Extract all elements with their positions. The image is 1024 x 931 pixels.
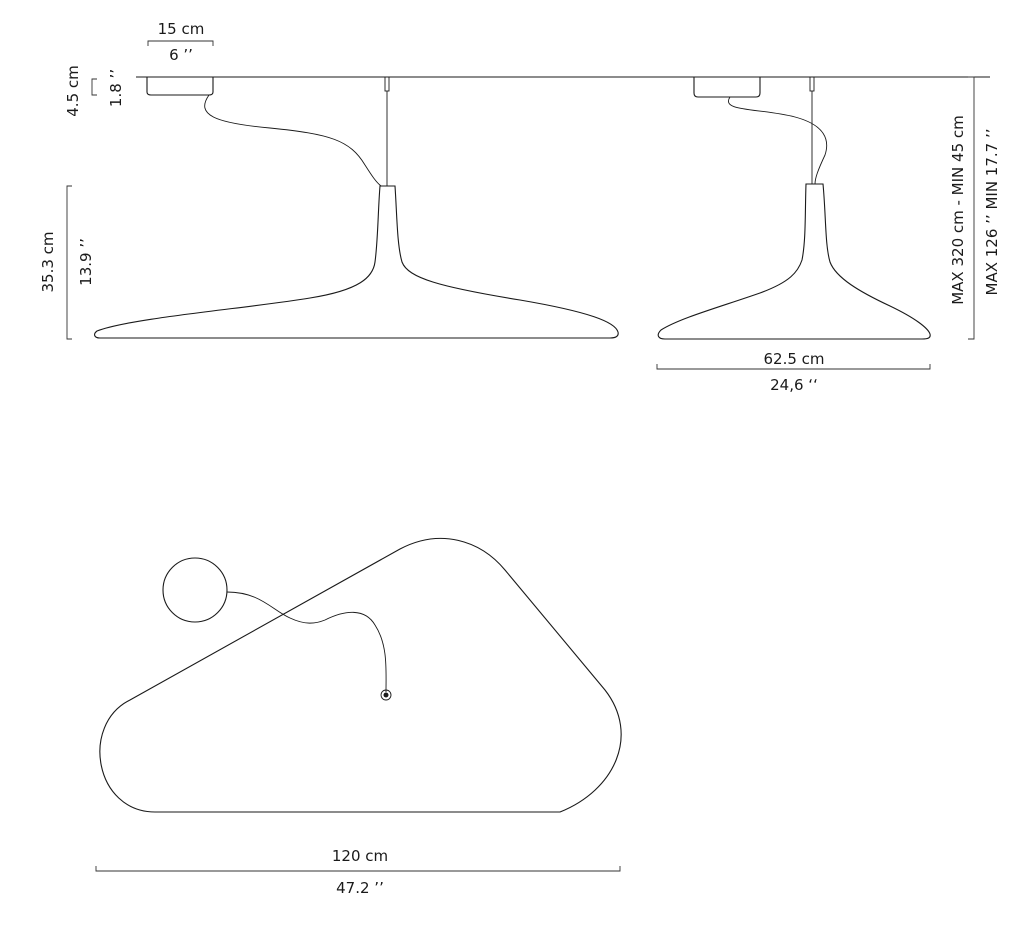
side-canopy <box>693 77 761 98</box>
top-view <box>99 537 622 813</box>
dim-drop: MAX 320 cm - MIN 45 cm MAX 126 ’’ MIN 17… <box>949 76 1001 340</box>
dim-total-width-in: 47.2 ’’ <box>336 879 384 897</box>
dim-shade-height-cm: 35.3 cm <box>39 231 57 292</box>
dim-shade-height-bracket <box>66 185 72 340</box>
front-cable-clamp <box>384 76 390 92</box>
dim-side-width-in: 24,6 ‘‘ <box>770 376 818 394</box>
dim-canopy-width: 15 cm 6 ’’ <box>147 20 214 64</box>
side-cable-clamp <box>809 76 815 92</box>
dim-total-width-bracket <box>95 866 621 872</box>
side-shade <box>657 183 931 340</box>
dim-total-width-cm: 120 cm <box>332 847 388 865</box>
dim-shade-height: 35.3 cm 13.9 ’’ <box>39 185 95 340</box>
dim-canopy-height: 4.5 cm 1.8 ’’ <box>64 65 125 116</box>
top-shade-outline <box>99 537 622 813</box>
side-view <box>657 76 931 340</box>
dim-canopy-height-cm: 4.5 cm <box>64 65 82 116</box>
dim-total-width: 120 cm 47.2 ’’ <box>95 847 621 897</box>
front-shade <box>94 185 619 339</box>
top-canopy-circle <box>162 557 228 623</box>
dim-drop-in: MAX 126 ’’ MIN 17.7 ’’ <box>983 128 1001 295</box>
dim-side-width-bracket <box>656 364 931 370</box>
dim-side-width-cm: 62.5 cm <box>763 350 824 368</box>
dim-drop-cm: MAX 320 cm - MIN 45 cm <box>949 115 967 305</box>
dim-canopy-height-in: 1.8 ’’ <box>107 69 125 107</box>
dim-side-width: 62.5 cm 24,6 ‘‘ <box>656 350 931 394</box>
dim-drop-bracket <box>968 76 975 340</box>
dim-shade-height-in: 13.9 ’’ <box>77 238 95 286</box>
front-power-cord <box>204 94 382 187</box>
dim-canopy-width-cm: 15 cm <box>158 20 205 38</box>
front-view <box>94 76 619 339</box>
dim-canopy-width-in: 6 ’’ <box>169 46 193 64</box>
top-cable-point-outer <box>380 689 392 701</box>
side-power-cord <box>727 96 828 185</box>
dim-canopy-width-bracket <box>147 40 214 46</box>
top-cable-point-inner <box>383 692 389 698</box>
top-power-cord <box>226 591 387 693</box>
front-canopy <box>146 77 214 96</box>
dim-canopy-height-bracket <box>91 78 97 96</box>
